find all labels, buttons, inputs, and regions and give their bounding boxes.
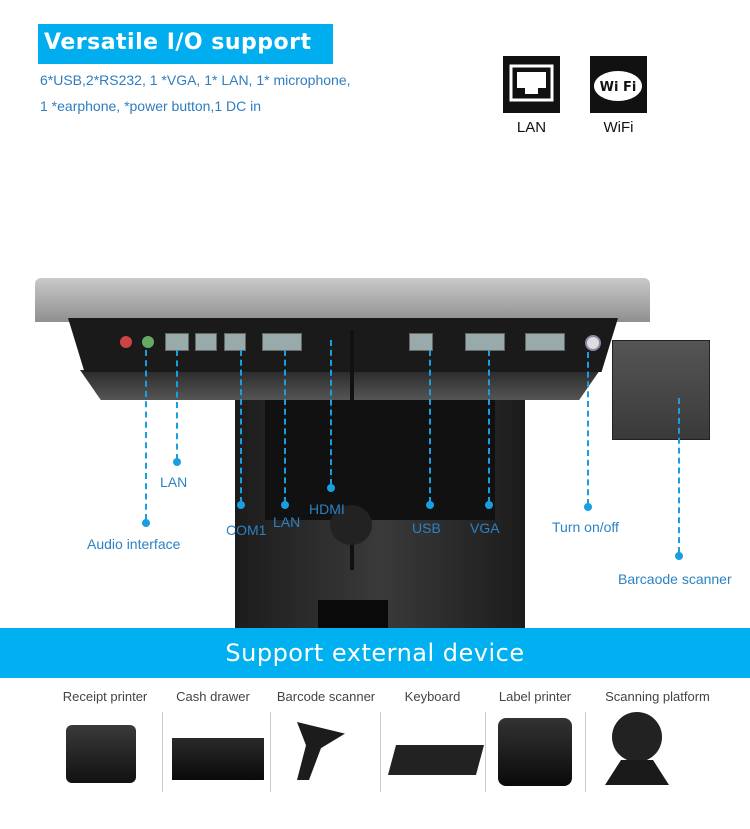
callout-scanner: Barcaode scanner (618, 571, 732, 587)
vga-port (262, 333, 302, 351)
device-label-scanning-platform: Scanning platform (605, 689, 710, 704)
device-label-barcode-scanner: Barcode scanner (276, 689, 376, 704)
callout-dot (173, 458, 181, 466)
callout-dot (281, 501, 289, 509)
scanning-platform-base (605, 760, 669, 785)
io-description-line2: 1 *earphone, *power button,1 DC in (40, 98, 262, 114)
callout-audio: Audio interface (87, 536, 181, 552)
usb-port (195, 333, 217, 351)
pos-stand-neck (265, 400, 495, 520)
callout-dot (426, 501, 434, 509)
callout-dot (485, 501, 493, 509)
divider (270, 712, 271, 792)
keyboard-image (387, 745, 485, 775)
callout-vga: VGA (470, 520, 500, 536)
device-label-receipt-printer: Receipt printer (62, 689, 148, 704)
callout-line (240, 350, 242, 503)
callout-dot (142, 519, 150, 527)
callout-lan: LAN (160, 474, 188, 490)
barcode-scanner-module (612, 340, 710, 440)
pos-body (35, 278, 650, 322)
divider (162, 712, 163, 792)
callout-line (678, 398, 680, 553)
callout-line (145, 350, 147, 520)
wifi-icon: Wi Fi (590, 56, 647, 113)
lan-port (165, 333, 189, 351)
com-port (525, 333, 565, 351)
external-device-banner: Support external device (0, 628, 750, 678)
divider (380, 712, 381, 792)
callout-dot (237, 501, 245, 509)
callout-dot (327, 484, 335, 492)
lan-label: LAN (516, 119, 547, 136)
section-title: Versatile I/O support (38, 24, 333, 64)
lan-port-icon (503, 56, 560, 113)
cable (350, 330, 354, 570)
label-printer-image (498, 718, 572, 786)
usb-port (224, 333, 246, 351)
power-button (585, 335, 601, 351)
device-label-label-printer: Label printer (498, 689, 572, 704)
divider (585, 712, 586, 792)
callout-line (429, 350, 431, 503)
barcode-scanner-image (297, 722, 345, 780)
callout-line (330, 340, 332, 485)
cash-drawer-image (172, 738, 264, 780)
callout-dot (584, 503, 592, 511)
callout-com1: COM1 (226, 522, 267, 538)
receipt-printer-image (66, 725, 136, 783)
audio-jack (120, 336, 132, 348)
pos-lower-panel (80, 370, 600, 400)
scanning-platform-image (612, 712, 662, 762)
callout-line (284, 350, 286, 503)
device-label-cash-drawer: Cash drawer (176, 689, 250, 704)
com-port (465, 333, 505, 351)
callout-line (176, 350, 178, 460)
cable-ferrite (330, 505, 372, 545)
usb-port (409, 333, 433, 351)
callout-line (488, 350, 490, 503)
svg-text:Wi Fi: Wi Fi (600, 80, 637, 95)
callout-power: Turn on/off (552, 519, 619, 535)
callout-line (587, 352, 589, 505)
device-label-keyboard: Keyboard (404, 689, 461, 704)
wifi-label: WiFi (603, 119, 634, 136)
divider (485, 712, 486, 792)
io-description-line1: 6*USB,2*RS232, 1 *VGA, 1* LAN, 1* microp… (40, 72, 351, 88)
callout-usb: USB (412, 520, 441, 536)
mic-jack (142, 336, 154, 348)
callout-lan-2: LAN (273, 514, 301, 530)
stand-slot (318, 600, 388, 628)
callout-hdmi: HDMI (309, 501, 345, 517)
callout-dot (675, 552, 683, 560)
